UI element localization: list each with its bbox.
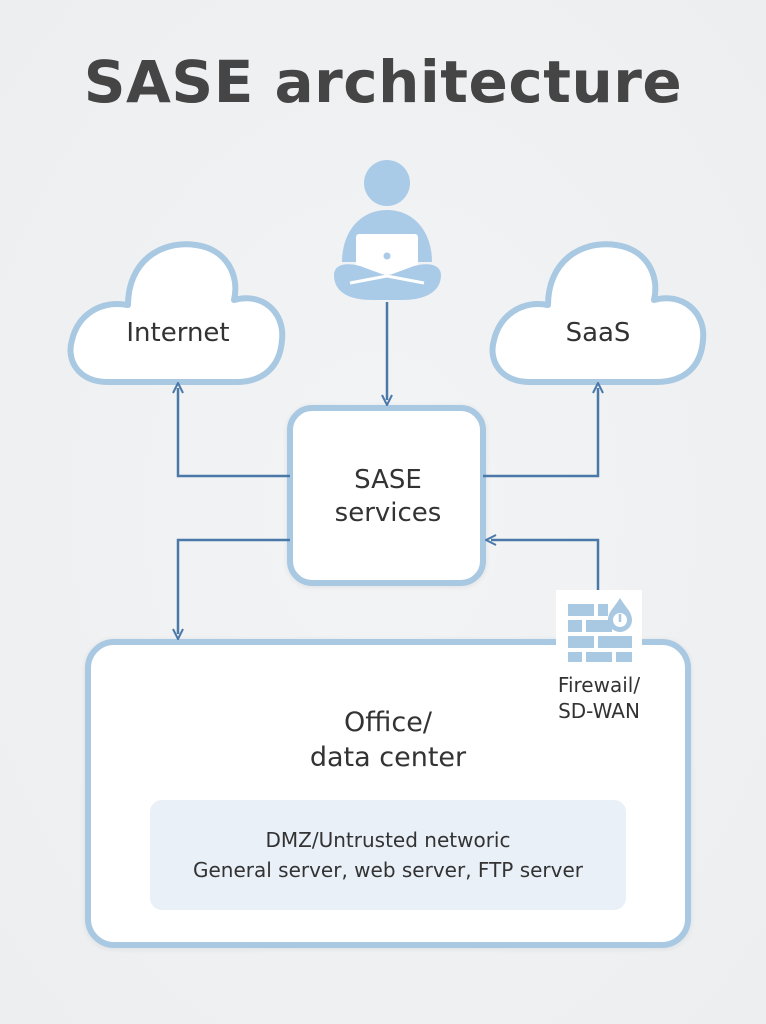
office-label: Office/ data center xyxy=(258,705,518,775)
arrow-sase-to-internet xyxy=(178,388,290,478)
office-label-line2: data center xyxy=(309,742,467,773)
sase-label-line2: services xyxy=(334,498,442,528)
page-title: SASE architecture xyxy=(83,48,683,116)
sase-services-label: SASE services xyxy=(290,464,486,530)
arrow-firewall-to-sase xyxy=(491,540,600,590)
dmz-label-line1: DMZ/Untrusted networic xyxy=(265,828,511,852)
office-label-line1: Office/ xyxy=(344,707,432,738)
saas-cloud-icon xyxy=(489,241,707,385)
sase-services-box xyxy=(287,405,486,586)
connectors xyxy=(178,302,598,634)
firewall-label-line2: SD-WAN xyxy=(558,699,640,723)
dmz-box xyxy=(150,800,626,910)
internet-cloud-icon xyxy=(67,241,286,385)
dmz-label-line2: General server, web server, FTP server xyxy=(192,858,584,882)
internet-label: Internet xyxy=(126,318,230,348)
firewall-label-line1: Firewail/ xyxy=(557,673,641,697)
firewall-brick-icon xyxy=(556,590,642,674)
sase-label-line1: SASE xyxy=(354,465,422,495)
saas-label: SaaS xyxy=(565,318,631,348)
arrow-sase-to-saas xyxy=(483,388,598,478)
user-laptop-icon xyxy=(334,160,441,300)
firewall-label: Firewail/ SD-WAN xyxy=(532,672,666,724)
arrow-sase-to-office xyxy=(178,538,290,634)
